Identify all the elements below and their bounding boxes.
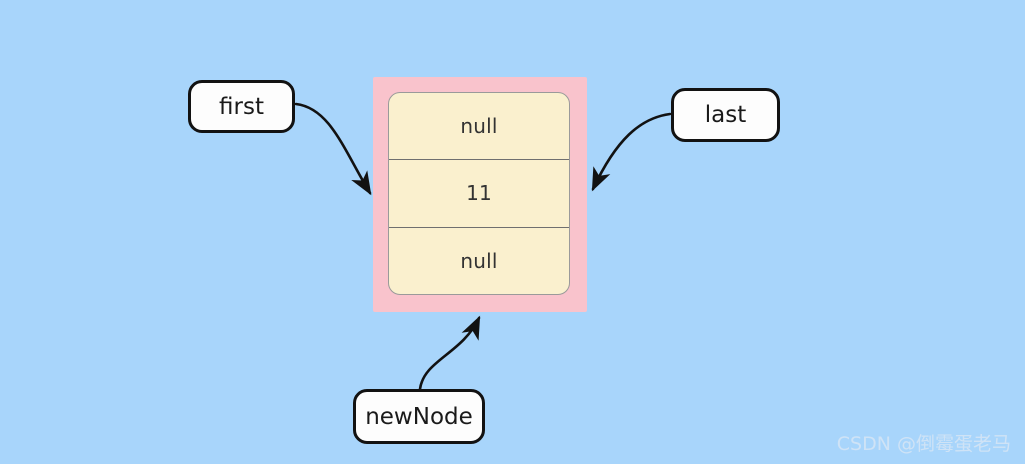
node-cell-next: null xyxy=(389,226,569,294)
pointer-label-newnode: newNode xyxy=(353,389,485,444)
pointer-label-last: last xyxy=(671,88,780,142)
arrow-first-to-node xyxy=(294,102,372,196)
arrow-last-to-node xyxy=(591,112,672,192)
node-cell-prev: null xyxy=(460,114,498,139)
arrow-newnode-to-node xyxy=(418,315,481,391)
linked-list-node: null 11 null xyxy=(388,92,570,295)
pointer-label-first: first xyxy=(188,80,295,133)
node-cell-item: 11 xyxy=(389,159,569,226)
csdn-watermark: CSDN @倒霉蛋老马 xyxy=(836,433,1011,455)
